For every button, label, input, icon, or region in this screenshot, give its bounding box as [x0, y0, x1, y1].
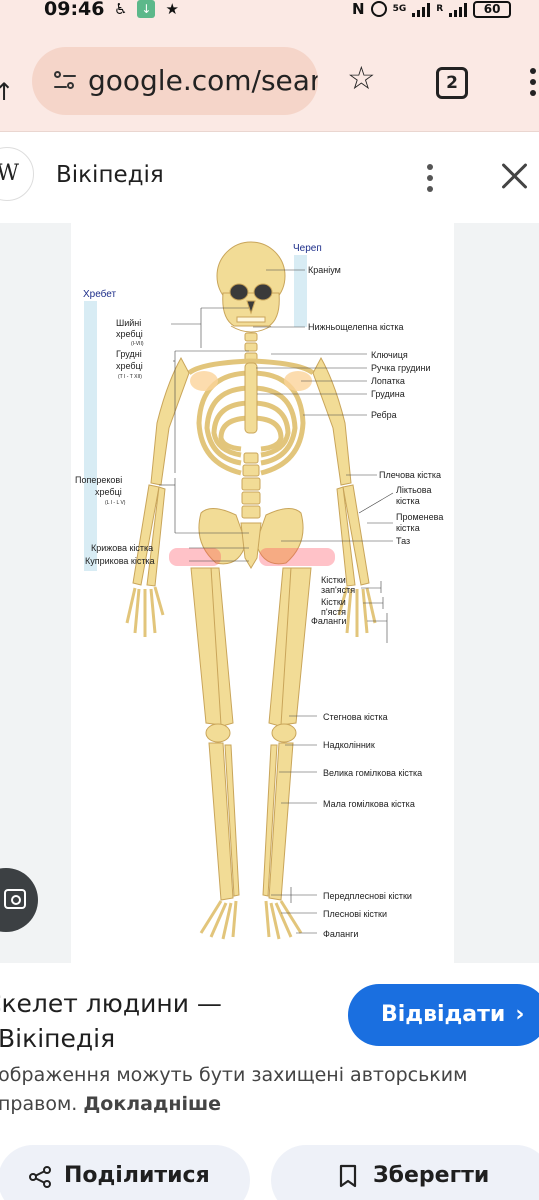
alarm-icon: [370, 1, 387, 17]
sternum: [244, 362, 258, 434]
lens-icon: [4, 889, 26, 909]
label-ribs: Ребра: [371, 410, 397, 420]
feet: [199, 900, 303, 940]
label-radius-2: кістка: [396, 523, 420, 533]
label-phalanges-foot: Фаланги: [323, 929, 358, 939]
share-label: Поділитися: [64, 1163, 210, 1188]
back-arrow-icon[interactable]: ↑: [0, 78, 15, 106]
label-metatarsals: Плеснові кістки: [323, 909, 387, 919]
url-text[interactable]: google.com/search: [88, 64, 318, 97]
label-mandible: Нижньощелепна кістка: [308, 322, 404, 332]
label-manubrium: Ручка грудини: [371, 363, 431, 373]
label-lumbar-2: хребці: [95, 487, 122, 497]
label-thoracic-2: хребці: [116, 361, 143, 371]
image-viewer: Череп Хребет Краніум Нижньощелепна кістк…: [0, 223, 539, 963]
browser-toolbar: ↑ google.com/search ☆ 2: [0, 22, 539, 132]
highlight-left: [169, 548, 221, 566]
label-thoracic-3: (T I - T XII): [118, 374, 142, 380]
accessibility-icon: ♿: [114, 0, 128, 18]
status-icons-left: ♿ ↓ ★: [114, 0, 179, 18]
label-radius-1: Променева: [396, 512, 443, 522]
label-tarsals: Передплеснові кістки: [323, 891, 412, 901]
label-ulna-1: Ліктьова: [396, 485, 431, 495]
source-header: W Вікіпедія: [0, 133, 539, 223]
label-fibula: Мала гомілкова кістка: [323, 799, 415, 809]
label-carpals-2: зап'ястя: [321, 585, 355, 595]
copyright-text: Зображення можуть бути захищені авторськ…: [0, 1064, 468, 1115]
skeleton-image[interactable]: Череп Хребет Краніум Нижньощелепна кістк…: [71, 223, 454, 963]
label-cranium: Краніум: [308, 265, 341, 275]
label-humerus: Плечова кістка: [379, 470, 441, 480]
tab-switcher-button[interactable]: 2: [436, 67, 468, 99]
label-cervical-1: Шийні: [116, 318, 141, 328]
spine-group-bar: [84, 301, 97, 571]
hands: [125, 586, 377, 637]
label-metacarpals-2: п'ястя: [321, 607, 346, 617]
label-sacrum: Крижова кістка: [91, 543, 153, 553]
close-icon[interactable]: [500, 161, 530, 191]
more-options-icon[interactable]: [427, 164, 433, 192]
highlight-right: [259, 548, 335, 566]
bookmark-star-icon[interactable]: ☆: [347, 59, 376, 97]
chevron-right-icon: ›: [515, 1002, 525, 1027]
nfc-icon: N: [352, 0, 365, 18]
label-cervical-3: (I-VII): [131, 341, 144, 347]
roaming-label: R: [436, 4, 444, 14]
address-bar[interactable]: google.com/search: [32, 47, 318, 115]
ribcage: [187, 358, 315, 476]
status-icons-right: N 5G R 60: [352, 0, 512, 18]
network-type: 5G: [392, 4, 407, 14]
star-notification-icon: ★: [165, 0, 179, 18]
visit-button[interactable]: Відвідати ›: [348, 984, 539, 1046]
label-cervical-2: хребці: [116, 329, 143, 339]
label-lumbar-3: (L I - L V): [105, 500, 126, 506]
label-femur: Стегнова кістка: [323, 712, 388, 722]
label-coccyx: Куприкова кістка: [85, 556, 155, 566]
battery-icon: 60: [473, 0, 512, 18]
skull-group-bar: [294, 255, 307, 327]
skull: [216, 241, 286, 333]
label-thoracic-1: Грудні: [116, 349, 142, 359]
label-tibia: Велика гомілкова кістка: [323, 768, 422, 778]
label-skull-group: Череп: [293, 243, 322, 254]
label-pelvis: Таз: [396, 536, 410, 546]
bookmark-icon: [339, 1164, 357, 1188]
visit-label: Відвідати: [381, 1002, 506, 1027]
label-phalanges-hand: Фаланги: [311, 616, 346, 626]
share-button[interactable]: Поділитися: [0, 1145, 250, 1200]
google-lens-button[interactable]: [0, 868, 38, 932]
arms: [132, 356, 370, 587]
share-icon: [29, 1166, 51, 1188]
browser-menu-icon[interactable]: [530, 68, 536, 96]
pelvis: [198, 508, 304, 569]
save-button[interactable]: Зберегти: [271, 1145, 539, 1200]
label-sternum: Грудина: [371, 389, 405, 399]
signal-icon: [412, 1, 431, 17]
skeleton-diagram: Череп Хребет Краніум Нижньощелепна кістк…: [75, 241, 443, 940]
legs: [190, 567, 312, 901]
leader-lines: [159, 269, 394, 934]
download-icon: ↓: [137, 0, 156, 18]
result-title[interactable]: Скелет людини — Вікіпедія: [0, 989, 222, 1053]
learn-more-link[interactable]: Докладніше: [83, 1093, 222, 1115]
wikipedia-logo: W: [0, 147, 34, 201]
status-time: 09:46: [44, 0, 105, 20]
label-lumbar-1: Поперекові: [75, 475, 122, 485]
status-bar: 09:46 ♿ ↓ ★ N 5G R 60: [0, 0, 539, 22]
site-settings-icon[interactable]: [54, 71, 76, 91]
save-label: Зберегти: [373, 1163, 490, 1188]
scapula-left: [190, 371, 218, 391]
source-title[interactable]: Вікіпедія: [56, 162, 164, 188]
scapula-right: [284, 371, 312, 391]
signal-2-icon: [449, 1, 468, 17]
label-clavicle: Ключиця: [371, 350, 408, 360]
label-patella: Надколінник: [323, 740, 375, 750]
label-carpals-1: Кістки: [321, 575, 346, 585]
copyright-notice: Зображення можуть бути захищені авторськ…: [0, 1061, 468, 1119]
label-scapula: Лопатка: [371, 376, 405, 386]
label-metacarpals-1: Кістки: [321, 597, 346, 607]
label-ulna-2: кістка: [396, 496, 420, 506]
label-spine-group: Хребет: [83, 288, 117, 300]
